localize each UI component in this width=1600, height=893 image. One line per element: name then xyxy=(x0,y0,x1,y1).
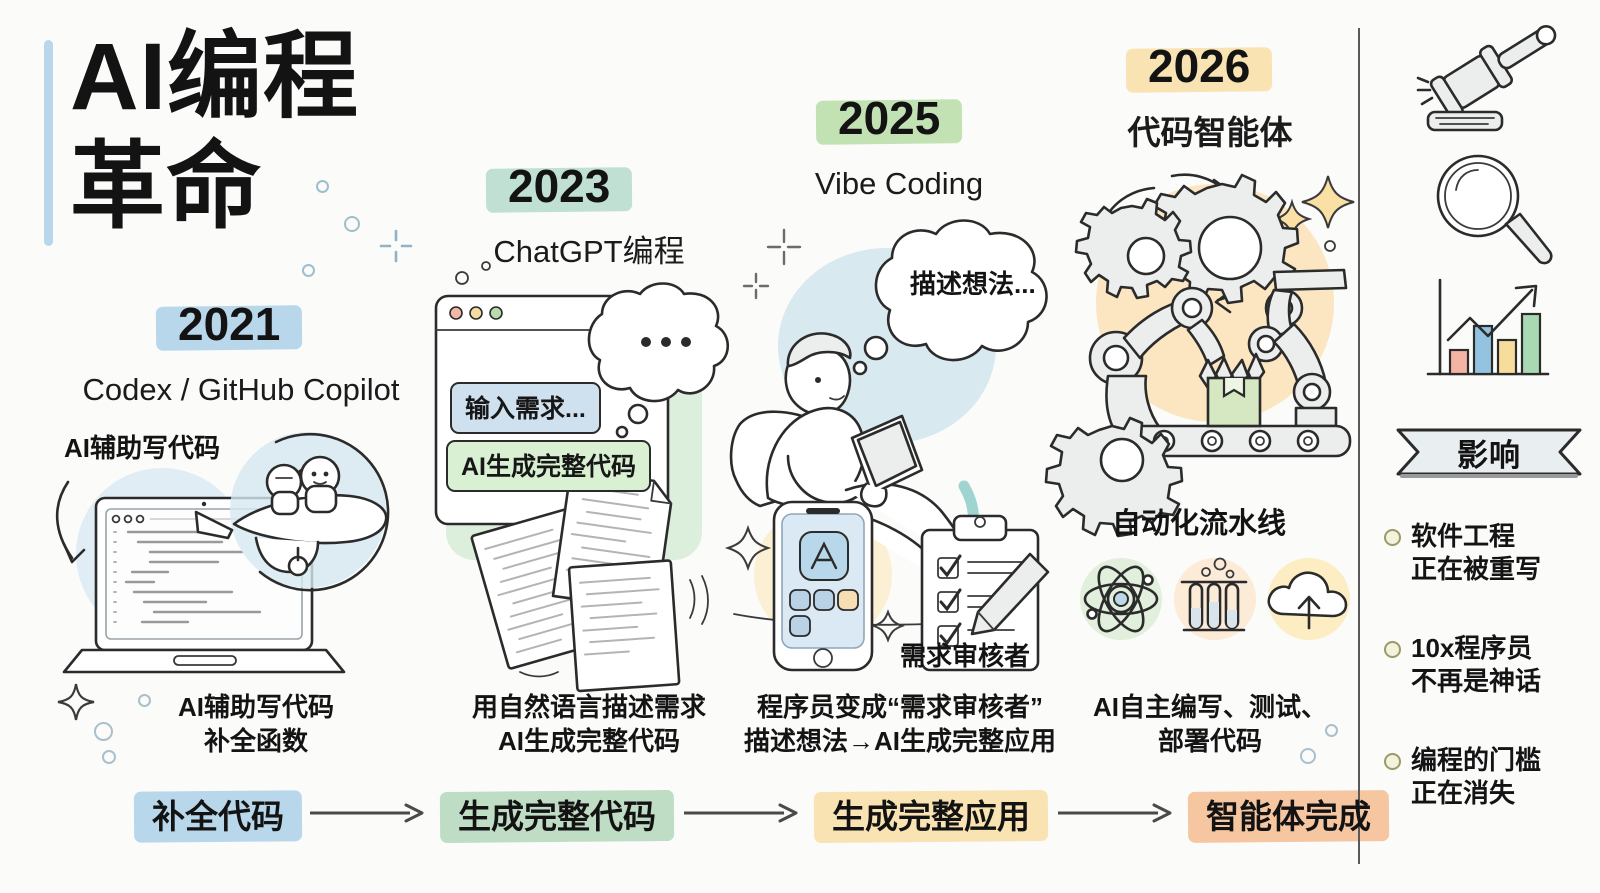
chat-bubble-input: 输入需求... xyxy=(450,382,601,434)
chat-bubble-output: AI生成完整代码 xyxy=(446,440,652,492)
impact-line: 编程的门槛 xyxy=(1411,745,1542,775)
flow-step-4[interactable]: 智能体完成 xyxy=(1188,785,1389,846)
flow-arrow-icon xyxy=(684,803,798,823)
decor-dot xyxy=(302,264,315,277)
impact-banner xyxy=(1396,428,1582,478)
gavel-icon xyxy=(1416,24,1557,132)
flow-step-3[interactable]: 生成完整应用 xyxy=(814,785,1048,846)
thought-bubble-text: 描述想法... xyxy=(910,269,1036,299)
impact-line: 10x程序员 xyxy=(1411,633,1533,663)
rail-divider xyxy=(1358,28,1360,864)
caption-line: AI生成完整代码 xyxy=(497,726,680,757)
impact-text: 10x程序员 不再是神话 xyxy=(1411,632,1541,699)
caption-2025: 程序员变成“需求审核者” 描述想法→AI生成完整应用 xyxy=(710,690,1090,759)
magnifier-icon xyxy=(1436,154,1553,265)
subtitle-2025: Vibe Coding xyxy=(814,166,984,201)
test-tubes-icon xyxy=(1180,557,1248,632)
subtitle-2023: ChatGPT编程 xyxy=(493,234,685,269)
right-rail: 影响 软件工程 正在被重写 10x程序员 不再是神话 编程的门槛 正在消失 xyxy=(1378,22,1600,872)
bar-chart-growth-icon xyxy=(1426,278,1550,376)
caption-line: 用自然语言描述需求 xyxy=(471,692,706,722)
decor-dot xyxy=(316,180,329,193)
illustration-2025: 描述想法... xyxy=(724,216,1072,672)
caption-2021: AI辅助写代码 补全函数 xyxy=(76,690,436,759)
caption-line: 部署代码 xyxy=(1157,726,1262,757)
flow-step-1[interactable]: 补全代码 xyxy=(134,785,302,846)
year-chip-2023: 2023 xyxy=(486,160,632,217)
bullet-dot xyxy=(1384,753,1401,770)
year-chip-2026: 2026 xyxy=(1126,40,1272,97)
page-title: AI编程 革命 xyxy=(44,24,413,277)
illustration-2021: AI辅助写代码 xyxy=(46,420,436,682)
title-text: AI编程 革命 xyxy=(70,22,359,242)
cloud-upload-icon xyxy=(1267,571,1348,630)
decor-dot xyxy=(1300,748,1316,764)
impact-line: 不再是神话 xyxy=(1411,666,1542,697)
sparkle-icon xyxy=(57,683,95,721)
illustration-label-2026: 自动化流水线 xyxy=(1112,508,1287,540)
impact-text: 软件工程 正在被重写 xyxy=(1411,520,1541,587)
flow-arrow-icon xyxy=(310,803,424,823)
decor-dot xyxy=(102,750,116,764)
illustration-2023: 输入需求... AI生成完整代码 xyxy=(424,261,754,693)
impact-text: 编程的门槛 正在消失 xyxy=(1411,744,1541,811)
atom-icon xyxy=(1083,565,1159,633)
title-line-1: AI编程 xyxy=(70,24,360,130)
process-flow: 补全代码 生成完整代码 生成完整应用 智能体完成 xyxy=(0,785,1371,846)
impact-banner-label: 影响 xyxy=(1457,437,1521,473)
caption-2026: AI自主编写、测试、 部署代码 xyxy=(1052,690,1368,759)
flow-arrow-icon xyxy=(1058,803,1172,823)
sparkle-icon xyxy=(379,229,413,263)
caption-line: 描述想法→AI生成完整应用 xyxy=(743,726,1056,757)
impact-item: 软件工程 正在被重写 xyxy=(1384,520,1596,587)
subtitle-2021: Codex / GitHub Copilot xyxy=(82,372,400,407)
subtitle-2026: 代码智能体 xyxy=(1127,114,1293,151)
impact-item: 编程的门槛 正在消失 xyxy=(1384,744,1596,811)
decor-dot xyxy=(1325,724,1338,737)
impact-line: 软件工程 xyxy=(1411,521,1516,551)
decor-dot xyxy=(94,722,113,741)
decor-dot xyxy=(138,694,151,707)
title-line-2: 革命 xyxy=(70,134,263,241)
title-accent-bar xyxy=(44,40,53,246)
caption-line: 补全函数 xyxy=(203,726,308,757)
caption-line: AI自主编写、测试、 xyxy=(1092,692,1327,722)
bullet-dot xyxy=(1384,529,1401,546)
bullet-dot xyxy=(1384,641,1401,658)
impact-item: 10x程序员 不再是神话 xyxy=(1384,632,1596,699)
caption-line: 程序员变成“需求审核者” xyxy=(756,692,1043,722)
caption-line: AI辅助写代码 xyxy=(177,692,334,722)
tech-icons-row-2026 xyxy=(1070,552,1356,648)
year-chip-2025: 2025 xyxy=(816,92,962,149)
illustration-label-2021: AI辅助写代码 xyxy=(64,433,221,463)
illustration-label-2025: 需求审核者 xyxy=(900,641,1031,671)
impact-line: 正在被重写 xyxy=(1411,554,1542,585)
illustration-2026 xyxy=(1044,160,1360,538)
decor-dot xyxy=(344,216,360,232)
flow-step-2[interactable]: 生成完整代码 xyxy=(440,785,674,846)
impact-line: 正在消失 xyxy=(1411,778,1516,809)
year-chip-2021: 2021 xyxy=(156,298,302,355)
caption-2023: 用自然语言描述需求 AI生成完整代码 xyxy=(404,690,774,759)
